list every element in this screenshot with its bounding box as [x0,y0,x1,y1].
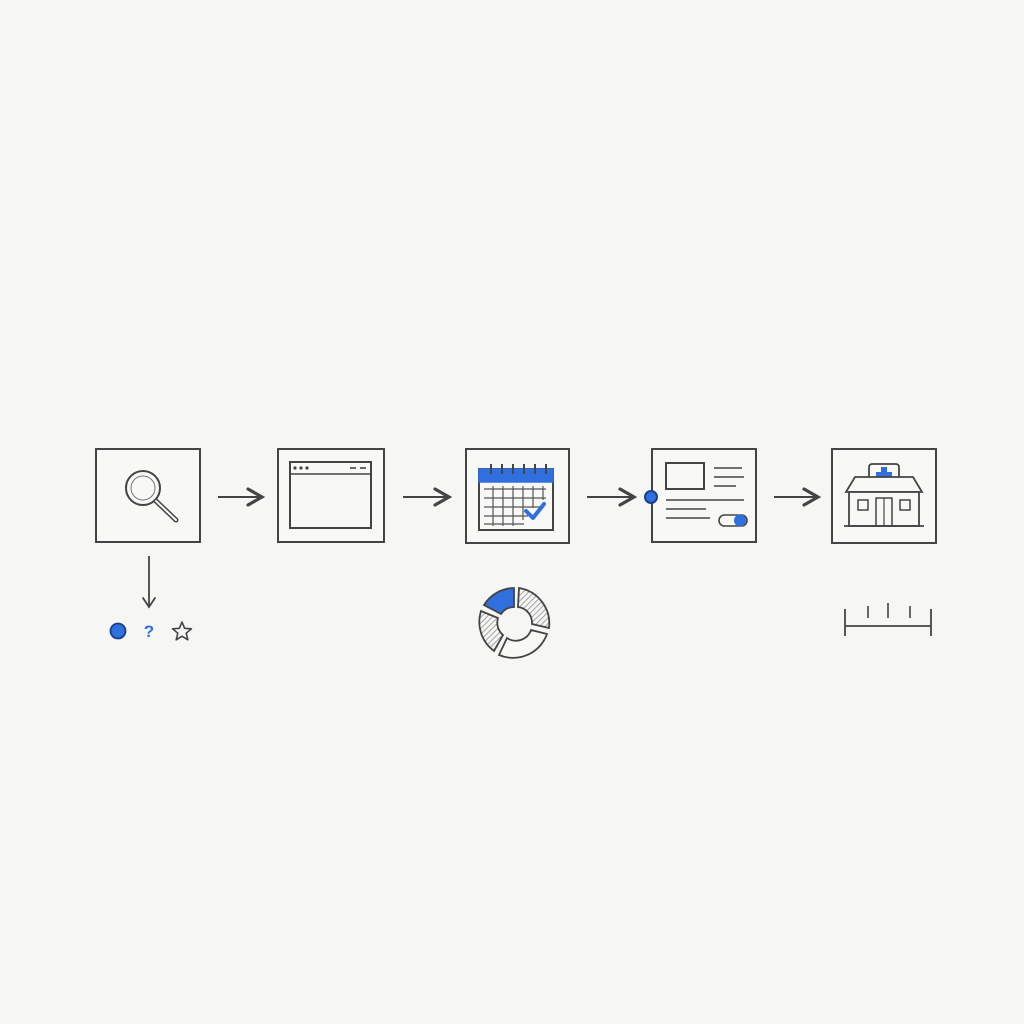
form-toggle-icon [665,462,748,527]
blue-dot-icon [109,622,127,640]
step-browser [277,448,385,543]
donut-segment-hatched-left [478,609,505,653]
step-form [644,448,757,543]
donut-segment-outline-bottom [497,628,549,659]
question-mark-icon: ? [144,622,154,641]
step-calendar [465,448,570,544]
browser-window-icon [289,461,372,529]
clinic-building-icon [844,463,924,527]
calendar-check-icon [478,464,554,531]
search-icon [125,470,179,523]
donut-chart-icon [478,586,551,659]
down-arrow [142,556,156,609]
donut-segment-blue [482,587,515,616]
step-clinic [831,448,937,544]
ruler-scale-icon [844,603,932,636]
step-search [95,448,201,543]
donut-segment-hatched-right [517,586,551,630]
blue-dot-marker-icon [644,490,658,504]
annotation-search: ? [109,556,193,641]
star-outline-icon [171,621,193,641]
